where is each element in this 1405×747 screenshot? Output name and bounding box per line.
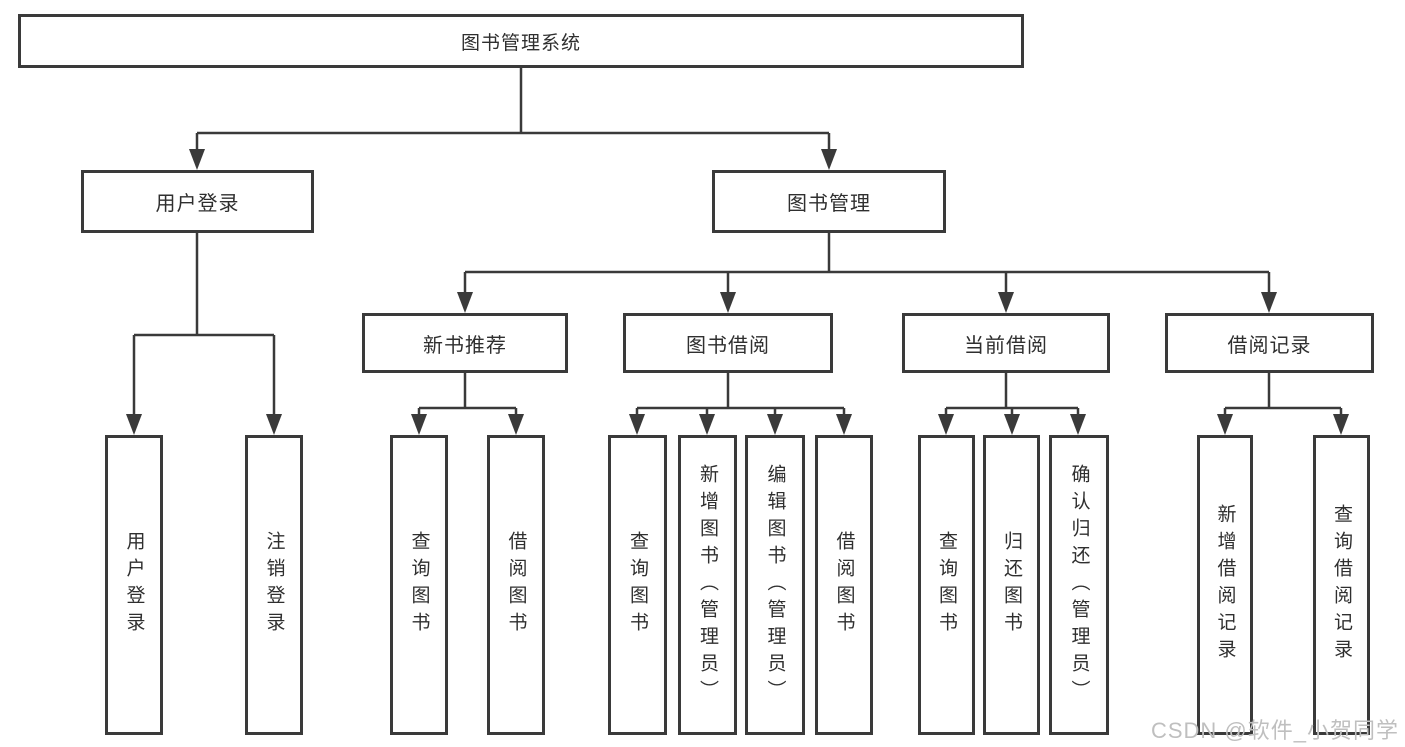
arrowhead-icons [126,149,1349,435]
leaf-cb-confirm-return-admin: 确认归还（管理员） [1049,435,1109,735]
node-new-book-recommend: 新书推荐 [362,313,568,373]
leaf-logout: 注销登录 [245,435,303,735]
leaf-bb-add-books-admin: 新增图书（管理员） [678,435,737,735]
node-user-login-module: 用户登录 [81,170,314,233]
leaf-nbr-query-books: 查询图书 [390,435,448,735]
leaf-bb-edit-books-admin: 编辑图书（管理员） [745,435,805,735]
leaf-bb-borrow-books: 借阅图书 [815,435,873,735]
node-root: 图书管理系统 [18,14,1024,68]
node-book-borrow: 图书借阅 [623,313,833,373]
leaf-cb-return-books: 归还图书 [983,435,1040,735]
node-book-management-module: 图书管理 [712,170,946,233]
leaf-br-add-record: 新增借阅记录 [1197,435,1253,735]
leaf-cb-query-books: 查询图书 [918,435,975,735]
leaf-nbr-borrow-books: 借阅图书 [487,435,545,735]
leaf-br-query-record: 查询借阅记录 [1313,435,1370,735]
leaf-bb-query-books: 查询图书 [608,435,667,735]
node-current-borrow: 当前借阅 [902,313,1110,373]
node-borrow-records: 借阅记录 [1165,313,1374,373]
leaf-user-login: 用户登录 [105,435,163,735]
watermark: CSDN @软件_小贺同学 [1150,718,1399,743]
